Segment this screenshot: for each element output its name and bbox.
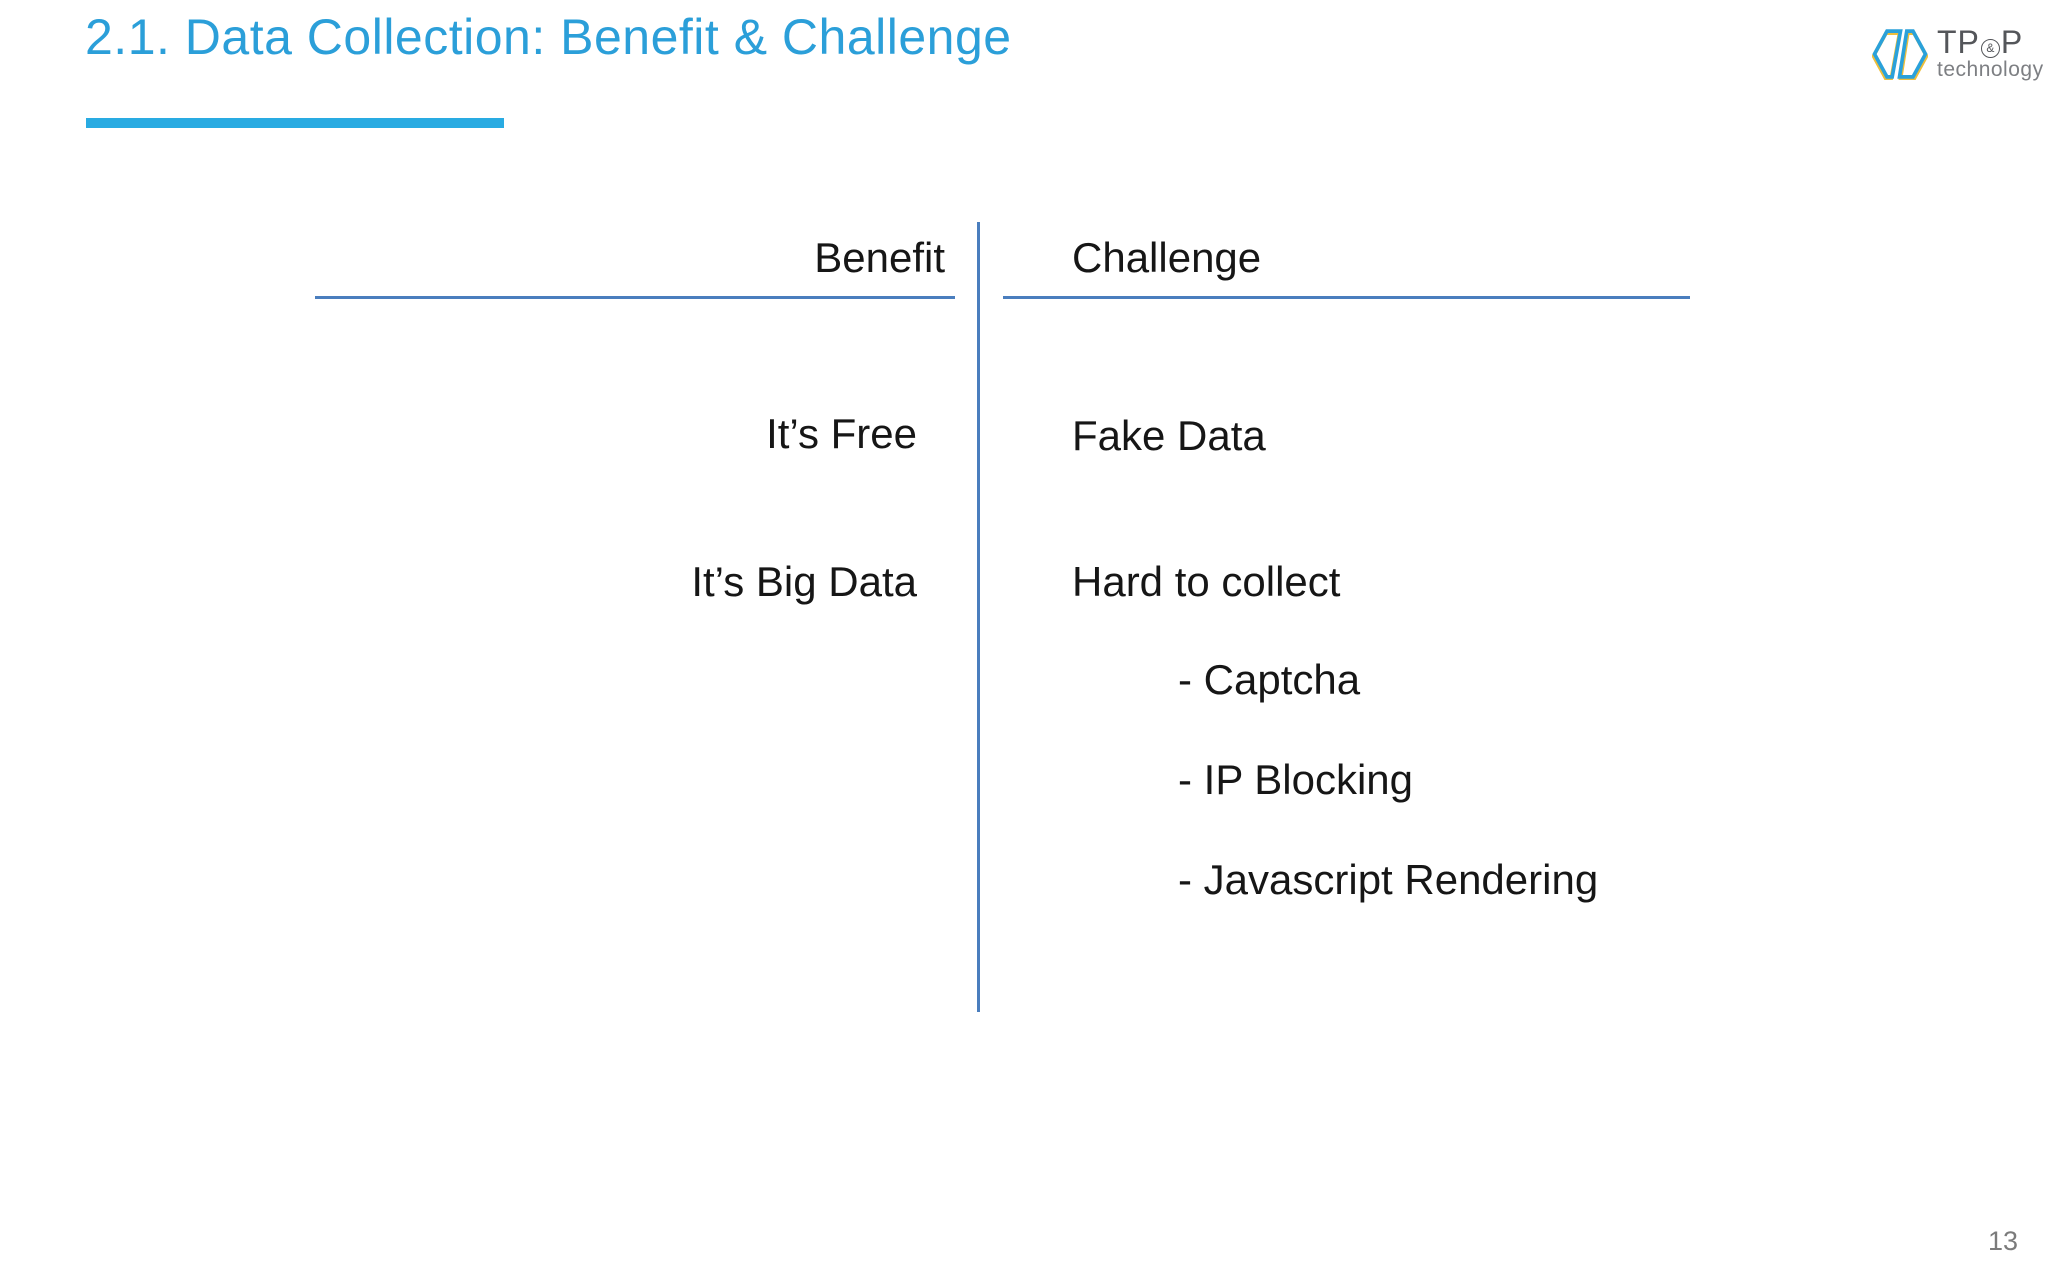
logo: TP&P technology <box>1872 26 2044 81</box>
logo-text-tp: TP <box>1937 24 1980 60</box>
title-accent-bar <box>86 118 504 128</box>
challenge-header-underline <box>1003 296 1690 299</box>
benefit-column: Benefit It’s Free It’s Big Data <box>240 230 945 610</box>
challenge-sub-item: - Javascript Rendering <box>1178 856 1599 903</box>
benefit-header-underline <box>315 296 955 299</box>
column-divider-line <box>977 222 980 1012</box>
logo-ampersand-badge: & <box>1980 39 2000 58</box>
logo-text-p: P <box>2000 24 2024 60</box>
benefit-column-header: Benefit <box>814 234 945 281</box>
benefit-item: It’s Big Data <box>691 558 917 605</box>
logo-text-technology: technology <box>1937 58 2044 81</box>
challenge-sub-item: - Captcha <box>1178 656 1361 703</box>
challenge-sub-list: - Captcha - IP Blocking - Javascript Ren… <box>1178 652 1892 908</box>
logo-hexagon-icon <box>1872 28 1928 80</box>
challenge-item: Fake Data <box>1072 412 1266 459</box>
page-title: 2.1. Data Collection: Benefit & Challeng… <box>85 9 1012 65</box>
page-number: 13 <box>1988 1226 2019 1256</box>
challenge-column-header: Challenge <box>1072 234 1262 281</box>
challenge-sub-item: - IP Blocking <box>1178 756 1413 803</box>
logo-wordmark: TP&P <box>1937 26 2044 58</box>
logo-text: TP&P technology <box>1937 26 2044 81</box>
challenge-column: Challenge Fake Data Hard to collect - Ca… <box>1072 230 1892 908</box>
challenge-item: Hard to collect <box>1072 558 1341 605</box>
benefit-item: It’s Free <box>766 410 917 457</box>
